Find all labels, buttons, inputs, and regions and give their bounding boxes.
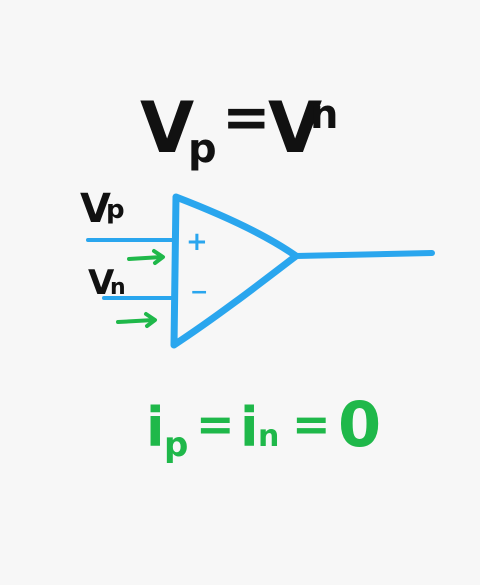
- current-equation: i p = i n = 0: [146, 388, 381, 465]
- current-equals-1: =: [196, 397, 235, 451]
- vp-label-v: V: [80, 186, 111, 232]
- minus-sign: −: [190, 280, 208, 305]
- vp-label-sub: p: [106, 195, 125, 225]
- current-sub2: n: [258, 419, 279, 454]
- vn-label-sub: n: [110, 275, 126, 300]
- current-sub1: p: [164, 425, 188, 465]
- current-i1: i: [146, 396, 165, 459]
- current-zero: 0: [338, 388, 381, 461]
- input-label-vp: V p: [80, 186, 125, 232]
- arrow-right-icon: [127, 249, 165, 265]
- voltage-v1: V: [140, 87, 194, 169]
- current-i2: i: [240, 396, 259, 459]
- voltage-equals: =: [222, 83, 271, 151]
- current-arrows: [116, 249, 165, 328]
- voltage-equation: V p = V n: [140, 83, 338, 172]
- arrow-right-icon: [116, 312, 157, 328]
- current-equals-2: =: [292, 397, 331, 451]
- output-wire: [293, 250, 435, 259]
- op-amp-signs: + −: [186, 227, 208, 305]
- voltage-v2: V: [268, 87, 322, 169]
- op-amp-triangle: [170, 193, 300, 349]
- op-amp-symbol: [86, 193, 435, 349]
- voltage-sub2: n: [310, 92, 338, 138]
- voltage-sub1: p: [188, 126, 217, 172]
- plus-sign: +: [186, 227, 208, 257]
